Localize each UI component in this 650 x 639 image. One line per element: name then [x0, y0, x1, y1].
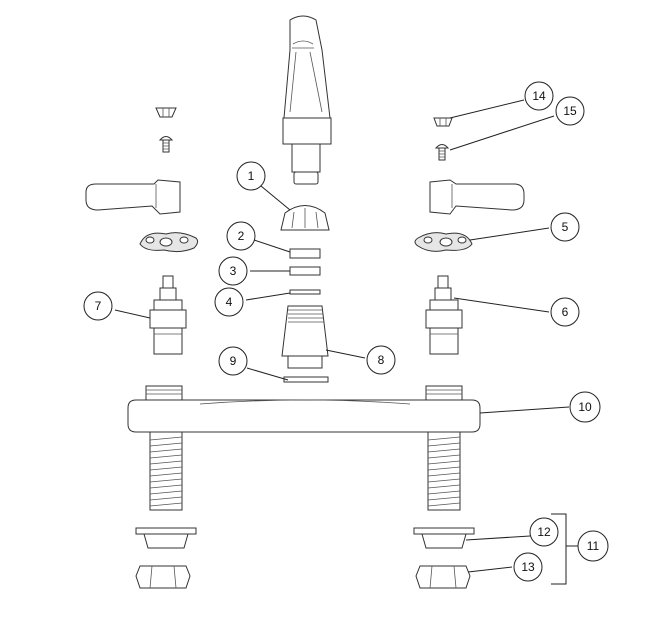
left-mounting-washer — [135, 527, 197, 549]
callout-4: 4 — [214, 287, 244, 317]
right-coupling-nut — [415, 565, 471, 589]
callout-11: 11 — [577, 530, 609, 562]
callout-9-label: 9 — [230, 354, 237, 368]
right-lever-handle — [429, 179, 525, 215]
callout-1: 1 — [236, 161, 266, 191]
left-cartridge — [149, 275, 187, 355]
spout — [282, 15, 332, 185]
callout-7-label: 7 — [95, 299, 102, 313]
base-washer — [283, 376, 329, 383]
callout-10-label: 10 — [578, 400, 592, 414]
leader-lines — [114, 99, 578, 585]
left-lever-handle — [85, 179, 181, 215]
right-handle-screw — [434, 144, 450, 161]
callout-8-label: 8 — [378, 353, 385, 367]
callout-12: 12 — [529, 517, 559, 547]
right-index-button — [433, 117, 453, 127]
left-index-button — [155, 107, 177, 118]
callout-2: 2 — [226, 221, 256, 251]
callout-10: 10 — [569, 391, 601, 423]
spout-nut — [280, 205, 330, 231]
callout-15: 15 — [555, 96, 585, 126]
callout-3: 3 — [218, 256, 248, 286]
callout-6: 6 — [550, 297, 580, 327]
right-mounting-washer — [413, 527, 475, 549]
callout-12-label: 12 — [537, 525, 551, 539]
spout-washer-lower — [289, 266, 321, 276]
right-shank — [427, 431, 461, 511]
callout-2-label: 2 — [238, 229, 245, 243]
callout-4-label: 4 — [226, 295, 233, 309]
right-handle-base — [414, 232, 473, 252]
callout-5: 5 — [550, 212, 580, 242]
callout-13-label: 13 — [521, 560, 535, 574]
left-handle-base — [139, 232, 199, 253]
right-cartridge — [425, 275, 463, 355]
callout-15-label: 15 — [563, 104, 577, 118]
callout-8: 8 — [366, 345, 396, 375]
callout-14-label: 14 — [532, 89, 546, 103]
callout-1-label: 1 — [248, 169, 255, 183]
left-handle-screw — [158, 136, 174, 153]
callout-7: 7 — [83, 291, 113, 321]
spout-washer-upper — [289, 248, 321, 259]
callout-14: 14 — [524, 81, 554, 111]
callout-9: 9 — [218, 346, 248, 376]
callout-3-label: 3 — [230, 264, 237, 278]
callout-5-label: 5 — [562, 220, 569, 234]
spout-adapter — [281, 305, 329, 369]
spout-o-ring — [289, 289, 321, 295]
faucet-body — [127, 385, 481, 433]
left-coupling-nut — [135, 565, 191, 589]
left-shank — [149, 431, 183, 511]
callout-6-label: 6 — [562, 305, 569, 319]
callout-11-label: 11 — [587, 539, 600, 553]
callout-13: 13 — [513, 552, 543, 582]
